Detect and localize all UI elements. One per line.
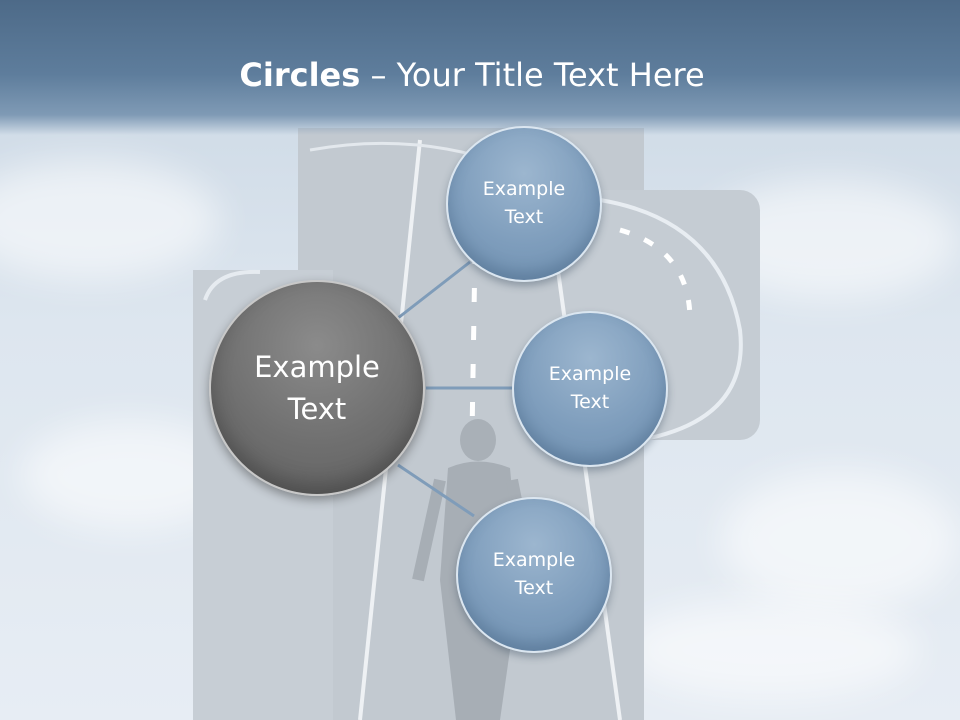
satellite-circle-bottom[interactable]: Example Text	[456, 497, 612, 653]
cloud	[720, 470, 960, 610]
satellite-circle-line2: Text	[504, 206, 544, 228]
cloud	[0, 160, 220, 280]
center-circle-line1: Example	[254, 349, 380, 384]
satellite-circle-line1: Example	[482, 178, 566, 201]
satellite-circle-line2: Text	[514, 577, 554, 599]
slide-title: Circles – Your Title Text Here	[0, 56, 944, 94]
satellite-circle-line1: Example	[548, 363, 632, 386]
satellite-circle-top[interactable]: Example Text	[446, 126, 602, 282]
satellite-circle-line2: Text	[570, 391, 610, 413]
title-bold: Circles	[239, 56, 361, 94]
center-circle[interactable]: Example Text	[209, 280, 425, 496]
header-band	[0, 0, 960, 135]
connector-top	[397, 260, 471, 320]
satellite-circle-middle[interactable]: Example Text	[512, 311, 668, 467]
cloud	[620, 600, 920, 700]
title-rest: – Your Title Text Here	[360, 56, 705, 94]
center-circle-line2: Text	[287, 392, 347, 426]
satellite-circle-line1: Example	[492, 549, 576, 572]
connector-bottom	[397, 463, 475, 518]
